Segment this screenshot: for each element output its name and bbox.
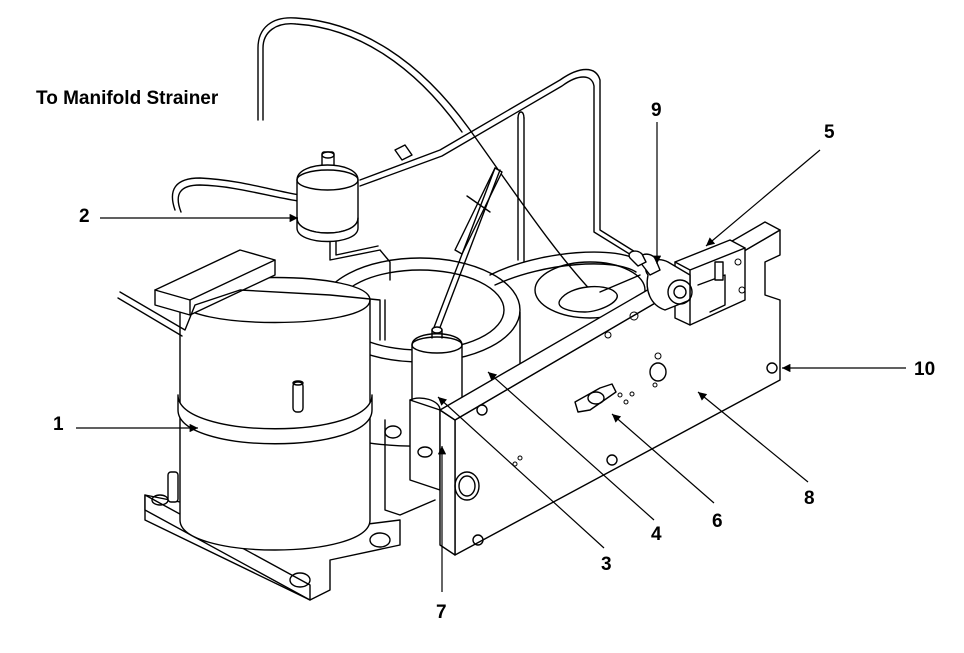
leader-lines <box>76 122 906 592</box>
callout-3: 3 <box>601 554 612 575</box>
callout-7: 7 <box>436 602 447 623</box>
to-manifold-strainer-label: To Manifold Strainer <box>36 88 219 109</box>
callout-2: 2 <box>79 206 90 227</box>
fitting-plate <box>574 383 617 413</box>
callout-1: 1 <box>53 414 64 435</box>
upper-tubing <box>171 68 641 259</box>
discharge-line <box>257 17 601 301</box>
compressor <box>154 249 373 551</box>
capillary-tube <box>432 111 525 331</box>
valve-assembly <box>628 239 746 326</box>
callout-5: 5 <box>824 122 835 143</box>
discharge-fitting <box>558 274 641 313</box>
callout-4: 4 <box>651 524 662 545</box>
callout-10: 10 <box>914 359 935 380</box>
suction-tubing <box>117 239 391 341</box>
callout-6: 6 <box>712 511 723 532</box>
callout-9: 9 <box>651 100 662 121</box>
drier <box>296 151 359 243</box>
bracket-clamp <box>384 397 441 516</box>
callout-8: 8 <box>804 488 815 509</box>
